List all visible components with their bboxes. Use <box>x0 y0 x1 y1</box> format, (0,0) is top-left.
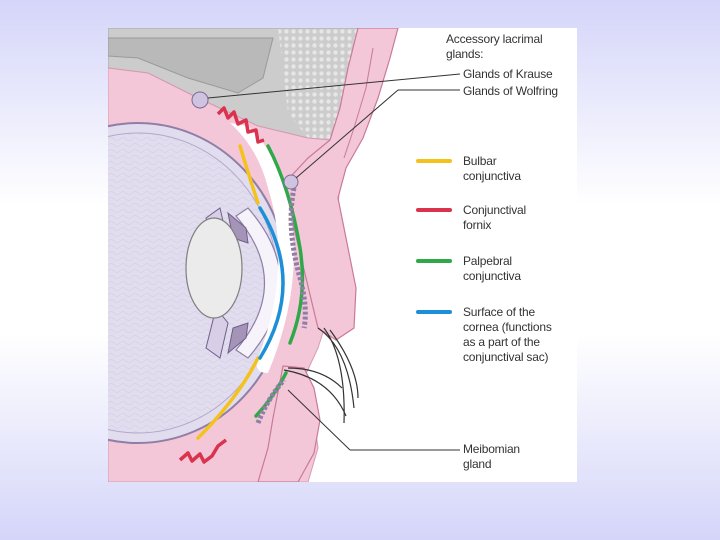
legend-label-palpebral: Palpebral conjunctiva <box>463 254 521 283</box>
heading-accessory-lacrimal-glands: Accessory lacrimal glands: <box>446 32 543 61</box>
label-meibomian-gland: Meibomian gland <box>463 442 520 471</box>
corneal-surface <box>258 206 285 360</box>
eye-anatomy-figure: Accessory lacrimal glands: Glands of Kra… <box>108 28 577 482</box>
leader-krause <box>207 73 461 99</box>
leader-meibomian-diagonal <box>287 389 351 451</box>
bulbar-conjunctiva-upper <box>238 144 260 205</box>
upper-eyelid-skin-fold <box>343 47 374 159</box>
orbital-bone-inner <box>108 37 274 94</box>
conjunctival-fornix-lower <box>178 438 228 464</box>
eye-cross-section-illustration <box>108 28 461 482</box>
orbital-bone-spongy <box>278 28 358 140</box>
upper-eyelashes <box>317 327 359 424</box>
conjunctival-sac <box>230 123 294 373</box>
ciliary-body-lower <box>205 306 229 359</box>
meibomian-gland <box>288 187 308 329</box>
meibomian-gland-lower <box>255 378 286 424</box>
label-glands-of-wolfring: Glands of Wolfring <box>463 84 558 98</box>
iris-lower <box>227 322 249 355</box>
glands-of-krause-marker <box>191 91 209 109</box>
upper-eyelid <box>279 28 399 341</box>
glands-of-wolfring-marker <box>283 174 299 190</box>
lower-eyelashes <box>283 367 347 417</box>
lens <box>185 217 243 319</box>
legend-label-bulbar: Bulbar conjunctiva <box>463 154 521 183</box>
label-glands-of-krause: Glands of Krause <box>463 67 553 81</box>
bulbar-conjunctiva-lower <box>196 356 260 440</box>
cornea <box>235 207 282 359</box>
leader-wolfring <box>295 89 399 179</box>
palpebral-conjunctiva-upper <box>266 144 305 345</box>
legend-label-fornix: Conjunctival fornix <box>463 203 526 232</box>
conjunctival-fornix-upper <box>216 106 265 144</box>
legend-label-cornea: Surface of the cornea (functions as a pa… <box>463 305 552 364</box>
